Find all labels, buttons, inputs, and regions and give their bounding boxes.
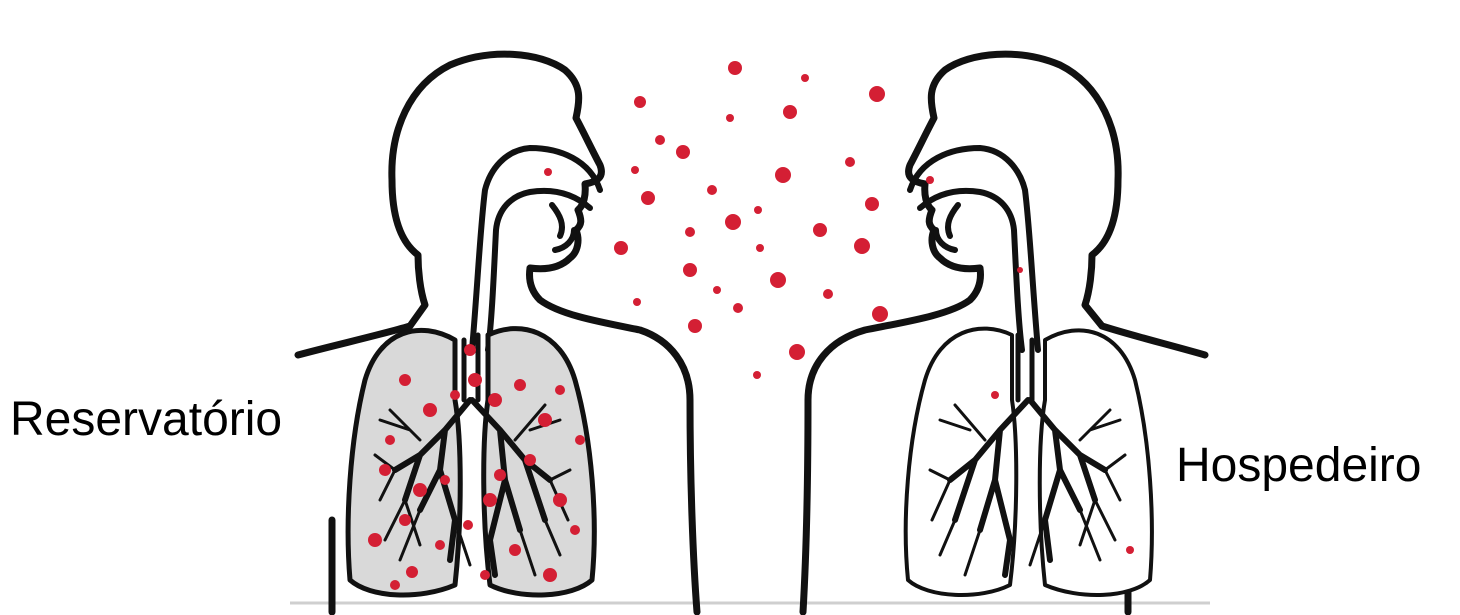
droplet — [726, 114, 734, 122]
droplet — [406, 566, 418, 578]
host-label: Hospedeiro — [1176, 442, 1421, 490]
droplet — [641, 191, 655, 205]
droplet — [775, 167, 791, 183]
droplet — [754, 206, 762, 214]
droplet — [801, 74, 809, 82]
droplet — [676, 145, 690, 159]
droplet — [570, 525, 580, 535]
droplet — [385, 435, 395, 445]
droplet — [483, 493, 497, 507]
droplet — [926, 176, 934, 184]
droplet — [368, 533, 382, 547]
droplet — [543, 568, 557, 582]
reservoir-person — [298, 54, 697, 612]
reservoir-label: Reservatório — [10, 396, 282, 444]
droplet — [634, 96, 646, 108]
droplet — [854, 238, 870, 254]
droplet — [685, 227, 695, 237]
droplet — [770, 272, 786, 288]
droplet — [488, 393, 502, 407]
droplet — [872, 306, 888, 322]
droplet — [713, 286, 721, 294]
droplet — [544, 168, 552, 176]
host-person — [803, 54, 1205, 612]
droplet — [633, 298, 641, 306]
droplet — [480, 570, 490, 580]
droplet — [399, 514, 411, 526]
droplet — [553, 493, 567, 507]
droplet — [1017, 267, 1023, 273]
droplet — [423, 403, 437, 417]
droplet — [464, 344, 476, 356]
droplet — [655, 135, 665, 145]
droplet — [631, 166, 639, 174]
droplet — [399, 374, 411, 386]
droplet — [688, 319, 702, 333]
droplet — [707, 185, 717, 195]
droplet — [435, 540, 445, 550]
droplet — [514, 379, 526, 391]
droplet — [823, 289, 833, 299]
droplet — [468, 373, 482, 387]
droplet — [1126, 546, 1134, 554]
droplet — [733, 303, 743, 313]
droplet — [614, 241, 628, 255]
droplet — [413, 483, 427, 497]
droplet — [845, 157, 855, 167]
droplet — [789, 344, 805, 360]
droplet — [450, 390, 460, 400]
droplet — [524, 454, 536, 466]
droplet — [683, 263, 697, 277]
droplet — [390, 580, 400, 590]
droplet — [575, 435, 585, 445]
droplet — [869, 86, 885, 102]
droplet — [991, 391, 999, 399]
droplet — [753, 371, 761, 379]
droplet — [783, 105, 797, 119]
droplet — [725, 214, 741, 230]
droplet — [494, 469, 506, 481]
droplet — [379, 464, 391, 476]
droplet — [463, 520, 473, 530]
droplet — [728, 61, 742, 75]
droplet — [555, 385, 565, 395]
droplet — [756, 244, 764, 252]
droplet — [440, 475, 450, 485]
droplet — [865, 197, 879, 211]
droplet — [813, 223, 827, 237]
droplet — [538, 413, 552, 427]
droplet — [509, 544, 521, 556]
host-trachea-outline — [1018, 335, 1032, 400]
